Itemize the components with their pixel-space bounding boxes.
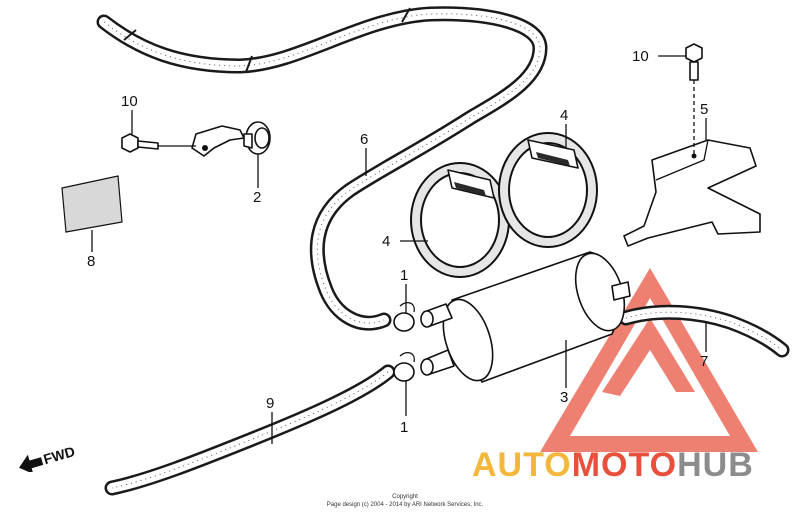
watermark-triangle	[540, 268, 758, 452]
callout-8: 8	[87, 253, 95, 270]
copyright-line-2: Page design (c) 2004 - 2014 by ARI Netwo…	[326, 502, 484, 508]
hose-7	[618, 304, 790, 358]
callout-1-top: 1	[400, 267, 408, 284]
clip-1-top	[393, 301, 415, 332]
bracket-2	[191, 121, 271, 157]
callout-3: 3	[560, 389, 568, 406]
hose-6	[96, 6, 548, 331]
callout-2: 2	[253, 189, 261, 206]
callout-6: 6	[360, 131, 368, 148]
callout-5: 5	[700, 101, 708, 118]
bolt-10-right	[685, 43, 703, 81]
watermark-brand: AUTOMOTOHUB	[472, 446, 754, 485]
callout-4-left: 4	[382, 233, 390, 250]
bracket-cover-5	[623, 139, 761, 247]
fwd-arrow-icon: FWD	[19, 443, 77, 474]
watermark-auto: AUTO	[472, 446, 572, 484]
callout-9: 9	[266, 395, 274, 412]
watermark-moto: MOTO	[571, 446, 678, 484]
fuel-pump-3	[420, 251, 631, 383]
callout-labels: 10 2 8 6 4 4 1 1 3 9 7 5 10	[87, 48, 708, 436]
fwd-arrow: FWD	[12, 432, 92, 474]
clip-1-bottom	[393, 351, 415, 382]
callout-1-bottom: 1	[400, 419, 408, 436]
clamp-4-left	[410, 162, 510, 278]
callout-7: 7	[700, 353, 708, 370]
fwd-label: FWD	[42, 443, 77, 467]
callout-4-top: 4	[560, 107, 568, 124]
hose-9	[104, 364, 396, 496]
copyright-line-1: Copyright	[392, 494, 418, 500]
bolt-10-left	[121, 133, 159, 153]
callout-10-left: 10	[121, 93, 138, 110]
leader-lines	[91, 55, 707, 444]
clamp-4-right	[498, 132, 598, 248]
label-plate-8	[61, 175, 123, 233]
watermark-hub: HUB	[677, 446, 754, 484]
callout-10-right: 10	[632, 48, 649, 65]
